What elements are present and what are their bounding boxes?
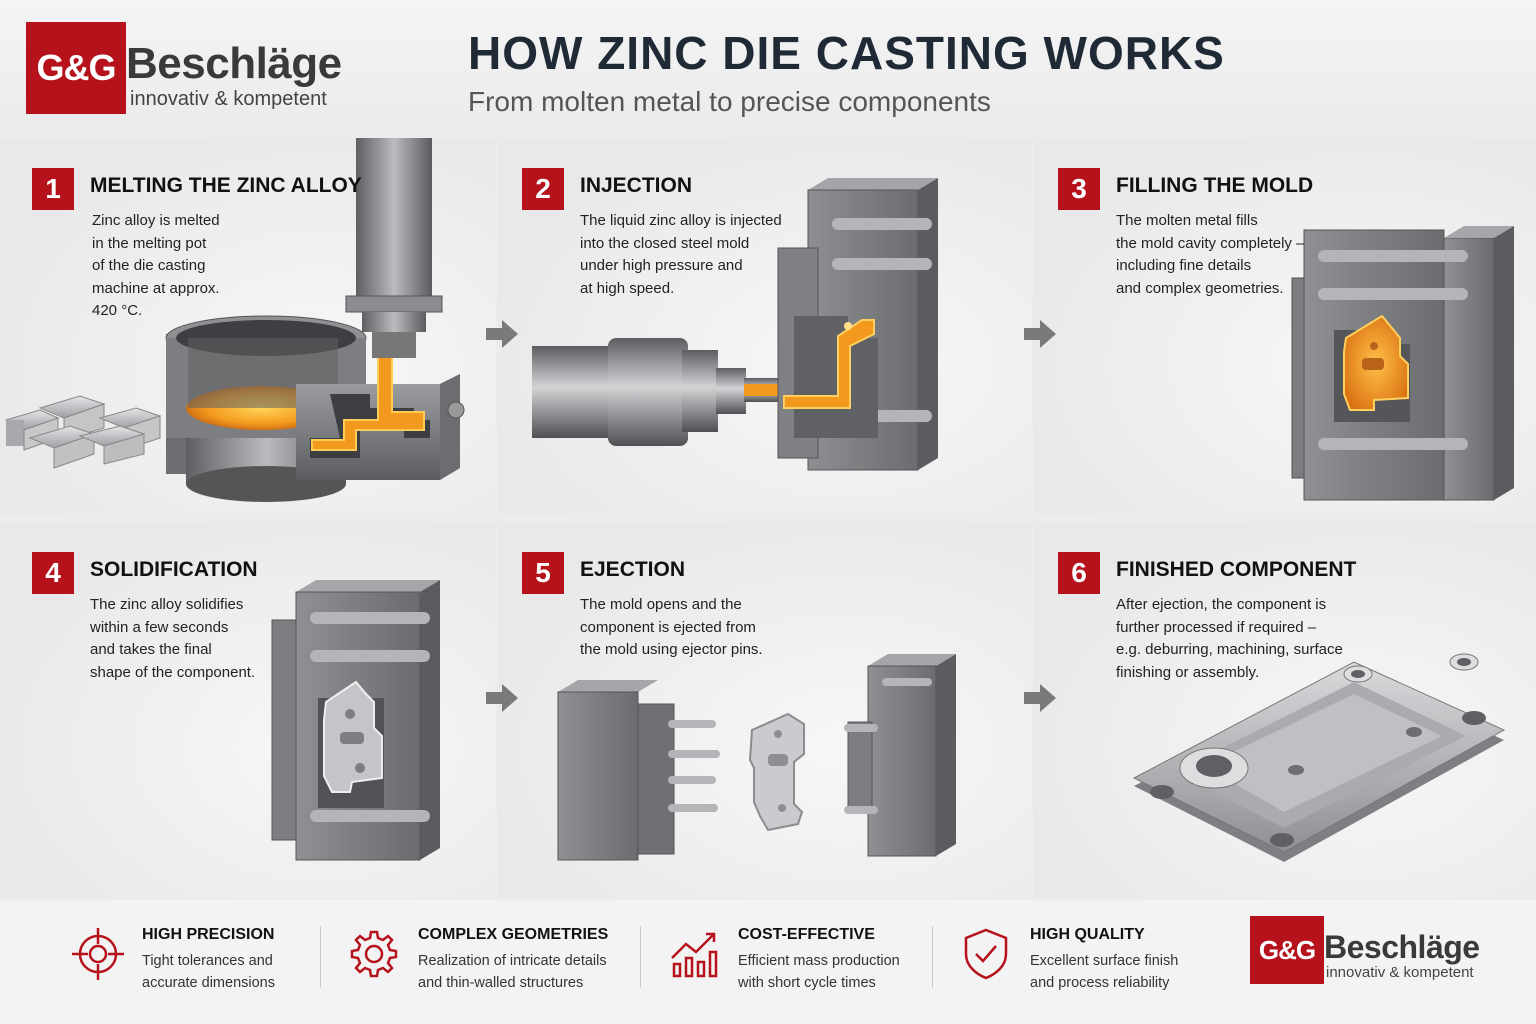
page-title: HOW ZINC DIE CASTING WORKS: [468, 27, 1225, 79]
target-icon: [72, 928, 124, 980]
step-3-description: The molten metal fills the mold cavity c…: [1116, 212, 1305, 297]
ejection-illustration: [557, 654, 956, 861]
logo-tagline: innovativ & kompetent: [130, 88, 327, 110]
chart-up-icon: [671, 932, 718, 978]
flow-arrow-icon: [1024, 320, 1056, 348]
step-3-panel: 3 FILLING THE MOLD The molten metal fill…: [1034, 138, 1536, 514]
step-5-number: 5: [522, 552, 564, 594]
step-1-panel: 1 MELTING THE ZINC ALLOY Zinc alloy is m…: [0, 138, 496, 514]
shield-check-icon: [964, 928, 1008, 980]
step-2-title: INJECTION: [580, 174, 693, 197]
divider: [932, 926, 933, 988]
step-6-description: After ejection, the component is further…: [1116, 596, 1343, 681]
step-4-panel: 4 SOLIDIFICATION The zinc alloy solidifi…: [0, 522, 496, 898]
filled-mold: [1291, 226, 1514, 501]
divider: [640, 926, 641, 988]
ejected-component: [748, 712, 805, 832]
feature-high-precision: HIGH PRECISION Tight tolerances and accu…: [68, 924, 275, 994]
divider: [320, 926, 321, 988]
plunger: [345, 138, 443, 358]
step-5-title: EJECTION: [580, 558, 686, 581]
benefits-footer: HIGH PRECISION Tight tolerances and accu…: [0, 900, 1536, 1024]
step-6-panel: 6 FINISHED COMPONENT After ejection, the…: [1034, 522, 1536, 898]
footer-brand-logo[interactable]: G&G Beschläge innovativ & kompetent: [1250, 916, 1480, 984]
step-4-title: SOLIDIFICATION: [90, 558, 258, 581]
logo-tagline: innovativ & kompetent: [1326, 964, 1474, 981]
step-3-title: FILLING THE MOLD: [1116, 174, 1314, 197]
step-2-description: The liquid zinc alloy is injected into t…: [580, 212, 782, 297]
finished-component-illustration: [1132, 653, 1506, 862]
ejector-half: [557, 680, 720, 861]
filling-mold-illustration: [1291, 226, 1514, 501]
cover-half: [844, 654, 956, 857]
step-1-number: 1: [32, 168, 74, 210]
step-1-description: Zinc alloy is melted in the melting pot …: [92, 212, 220, 319]
feature-high-quality: HIGH QUALITY Excellent surface finish an…: [956, 924, 1178, 994]
feature-complex-geometries: COMPLEX GEOMETRIES Realization of intric…: [344, 924, 608, 994]
flow-arrow-icon: [1024, 684, 1056, 712]
step-6-number: 6: [1058, 552, 1100, 594]
step-5-description: The mold opens and the component is ejec…: [580, 596, 763, 658]
step-1-title: MELTING THE ZINC ALLOY: [90, 174, 362, 197]
injection-illustration: [532, 178, 938, 471]
injection-cylinder: [532, 338, 804, 446]
solidification-illustration: [271, 580, 440, 861]
die-cast-part: [1132, 653, 1506, 862]
step-5-panel: 5 EJECTION The mold opens and the compon…: [498, 522, 1032, 898]
melting-pot-illustration: [4, 138, 465, 502]
step-2-panel: 2 INJECTION The liquid zinc alloy is inj…: [498, 138, 1032, 514]
feature-cost-effective: COST-EFFECTIVE Efficient mass production…: [664, 924, 900, 994]
flow-arrow-icon: [486, 684, 518, 712]
gooseneck-block: [296, 317, 465, 480]
step-4-number: 4: [32, 552, 74, 594]
page-subtitle: From molten metal to precise components: [468, 86, 991, 117]
step-2-number: 2: [522, 168, 564, 210]
zinc-ingots: [4, 395, 162, 469]
logo-name: Beschläge: [126, 39, 342, 88]
step-4-description: The zinc alloy solidifies within a few s…: [90, 596, 256, 681]
closed-steel-mold: [777, 178, 938, 471]
header: G&G Beschläge innovativ & kompetent HOW …: [0, 0, 1536, 136]
logo-name: Beschläge: [1324, 929, 1480, 965]
logo-mark: G&G: [1250, 916, 1324, 984]
solidified-mold: [271, 580, 440, 861]
step-6-title: FINISHED COMPONENT: [1116, 558, 1357, 581]
flow-arrow-icon: [486, 320, 518, 348]
brand-logo[interactable]: G&G Beschläge innovativ & kompetent: [26, 22, 342, 114]
logo-mark: G&G: [26, 22, 126, 114]
gear-icon: [350, 930, 398, 978]
step-3-number: 3: [1058, 168, 1100, 210]
